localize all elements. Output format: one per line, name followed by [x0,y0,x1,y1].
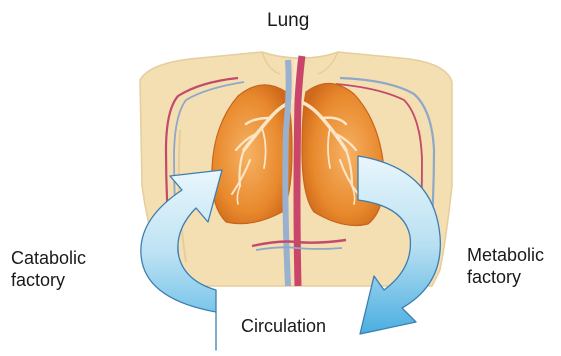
catabolic-label-line2: factory [11,269,86,291]
metabolic-label-line1: Metabolic [467,244,544,266]
catabolic-label-line1: Catabolic [11,247,86,269]
catabolic-factory-label: Catabolic factory [11,247,86,291]
metabolic-label-line2: factory [467,266,544,288]
circulation-label: Circulation [241,315,326,337]
metabolic-factory-label: Metabolic factory [467,244,544,288]
diagram-title: Lung [267,10,309,32]
